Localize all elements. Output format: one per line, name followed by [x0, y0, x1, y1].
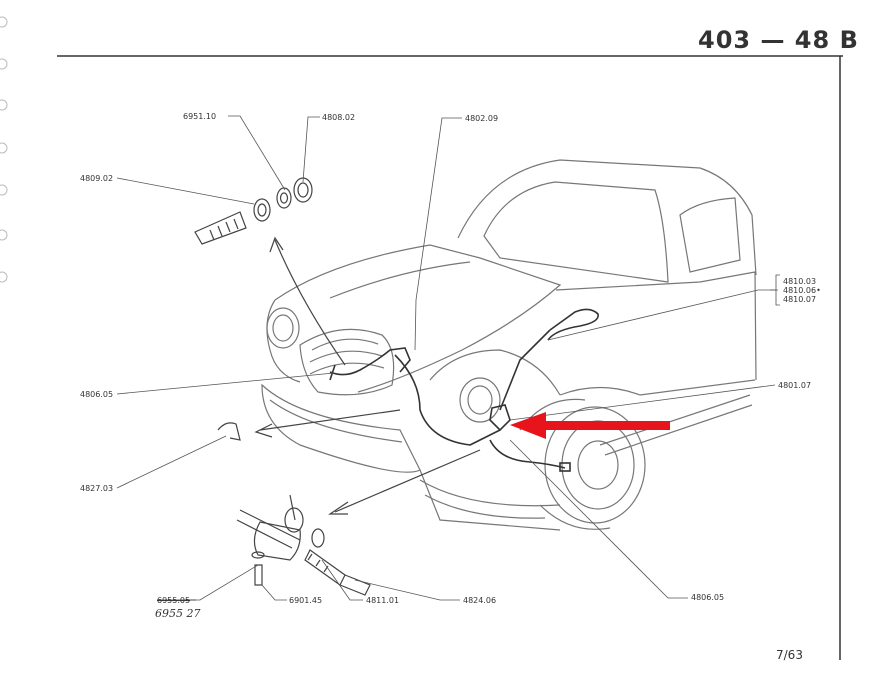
binding-holes	[0, 16, 8, 283]
label-4824-06: 4824.06	[463, 596, 496, 605]
label-4810-03: 4810.03	[783, 277, 816, 286]
label-4801-07: 4801.07	[778, 381, 811, 390]
label-4810-07: 4810.07	[783, 295, 816, 304]
leader-lines	[116, 115, 780, 601]
label-6901-45: 6901.45	[289, 596, 322, 605]
hose-fitting-detail	[194, 177, 313, 245]
label-6951-10: 6951.10	[183, 112, 216, 121]
page-title: 403 — 48 B	[698, 26, 859, 54]
union-fitting-detail	[236, 494, 371, 596]
label-4809-02: 4809.02	[80, 174, 113, 183]
label-4808-02: 4808.02	[322, 113, 355, 122]
label-4802-09: 4802.09	[465, 114, 498, 123]
label-4827-03: 4827.03	[80, 484, 113, 493]
label-6955-27-handwritten: 6955 27	[155, 607, 201, 620]
label-4806-05-left: 4806.05	[80, 390, 113, 399]
part-labels: 6951.10 4808.02 4809.02 4802.09 4810.03 …	[80, 112, 821, 620]
page-frame	[57, 55, 843, 660]
red-highlight-arrow	[510, 412, 670, 439]
label-6955-05: 6955.05	[157, 596, 190, 605]
label-4810-06: 4810.06•	[783, 286, 821, 295]
label-4806-05-right: 4806.05	[691, 593, 724, 602]
clip-detail	[217, 422, 241, 441]
page-number: 7/63	[776, 648, 803, 662]
label-4811-01: 4811.01	[366, 596, 399, 605]
detail-arrows	[254, 236, 481, 515]
car-body-outline	[261, 159, 757, 531]
brake-lines	[329, 308, 599, 472]
